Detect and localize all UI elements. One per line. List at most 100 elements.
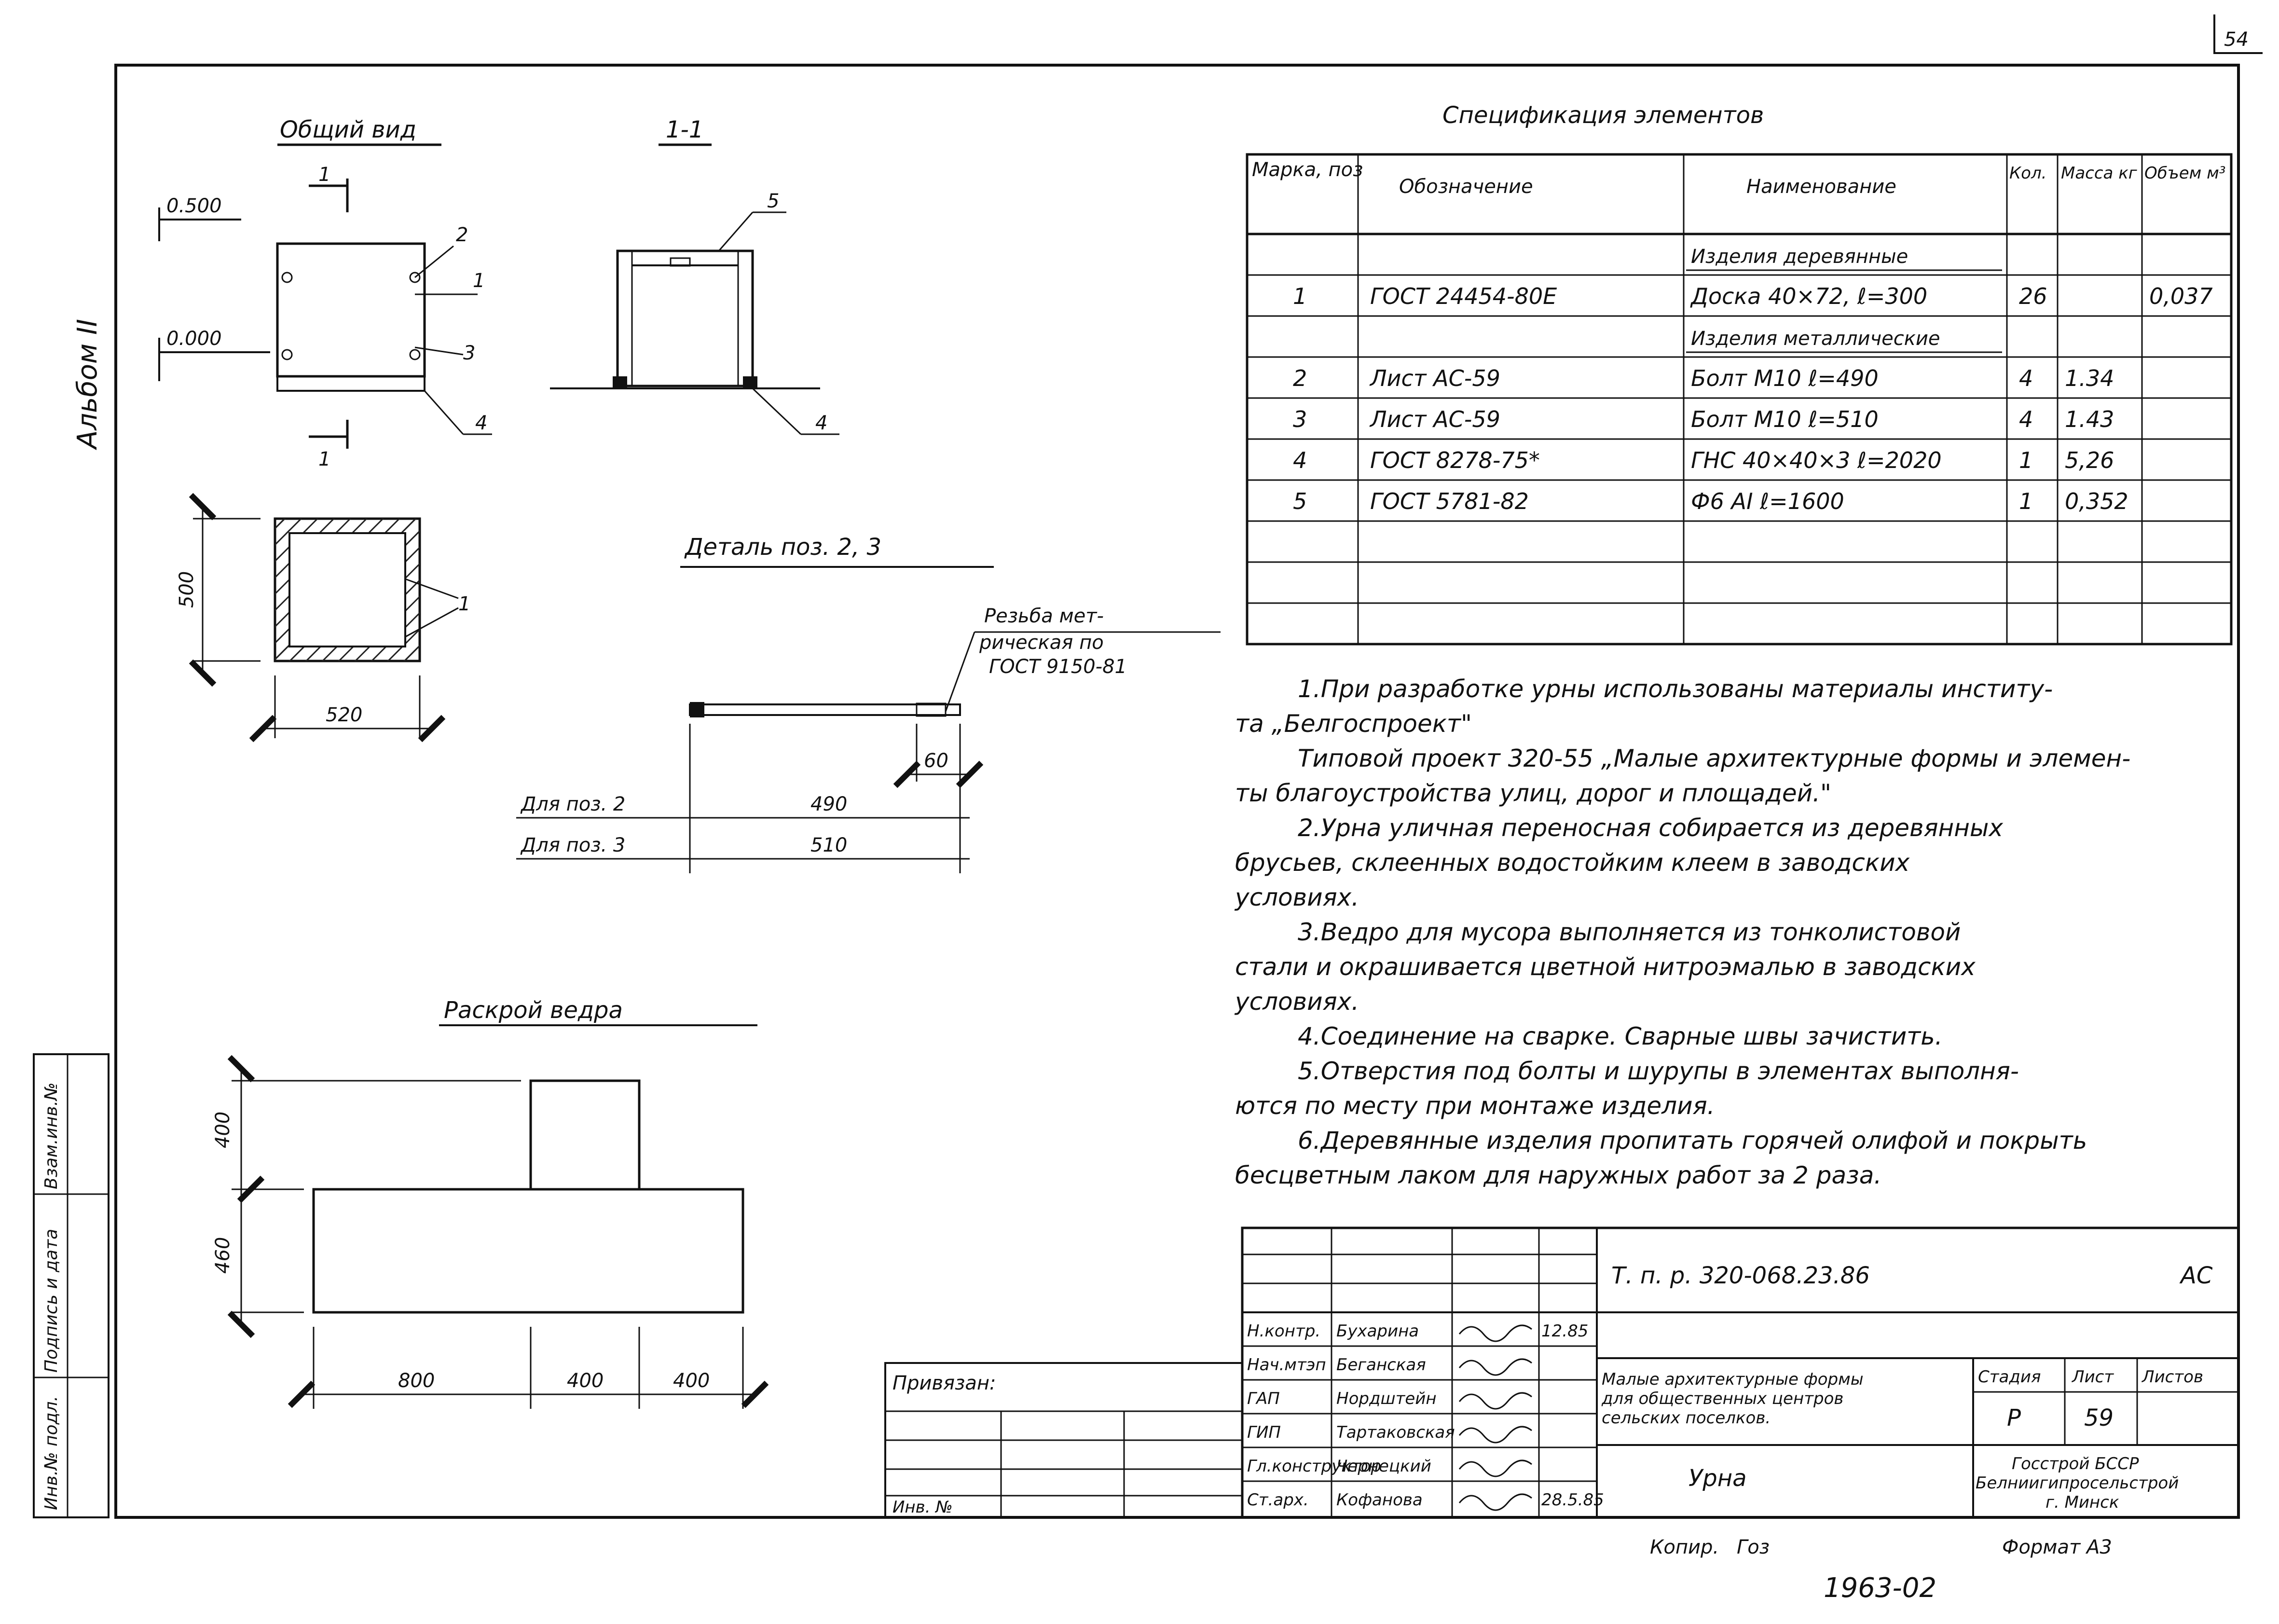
plan-position-1: 1 — [458, 593, 470, 615]
spec-row-6-qty: 1 — [2019, 447, 2033, 473]
section-position-5: 5 — [767, 190, 779, 212]
inv-label: Инв. № — [892, 1498, 953, 1517]
copied-label: Копир. — [1650, 1536, 1719, 1558]
spec-row-4-name: Болт М10 ℓ=490 — [1691, 365, 1879, 391]
note-line-4: ты благоустройства улиц, дорог и площаде… — [1235, 779, 1831, 807]
specification-table: Спецификация элементов Марка, поз Обозна… — [1246, 102, 2233, 646]
staff-name-2: Беганская — [1336, 1355, 1426, 1375]
urn-base — [276, 375, 426, 392]
sheet-value: 59 — [2084, 1404, 2114, 1431]
spec-row-7-mass: 0,352 — [2065, 488, 2128, 514]
format-label: Формат А3 — [2002, 1536, 2112, 1558]
detail-row-2-value: 510 — [810, 834, 847, 856]
bound-block: Привязан: Инв. № — [884, 1362, 1243, 1518]
spec-row-7-designation: ГОСТ 5781-82 — [1370, 488, 1529, 514]
staff-name-3: Нордштейн — [1336, 1389, 1437, 1408]
staff-role-3: ГАП — [1247, 1389, 1280, 1408]
bucket-dim-400-a: 400 — [567, 1370, 604, 1392]
spec-row-5-mass: 1.43 — [2065, 406, 2114, 432]
staff-signature-4 — [1458, 1426, 1532, 1444]
plan-dim-width: 520 — [326, 704, 362, 726]
spec-row-7-name: Ф6 АI ℓ=1600 — [1691, 488, 1844, 514]
staff-signature-6 — [1458, 1493, 1532, 1511]
note-line-15: бесцветным лаком для наружных работ за 2… — [1235, 1161, 1881, 1189]
drawing-code: Т. п. р. 320-068.23.86 — [1611, 1262, 1870, 1289]
section-mark-bottom: 1 — [318, 448, 330, 470]
section-view: 1-1 5 4 — [550, 116, 839, 435]
detail-dim-thread: 60 — [924, 750, 948, 772]
spec-row-2-name: Доска 40×72, ℓ=300 — [1690, 283, 1927, 309]
detail-view: Деталь поз. 2, 3 Резьба мет- рическая по… — [516, 534, 1221, 873]
side-signature-date: Подпись и дата — [41, 1229, 61, 1373]
staff-name-1: Бухарина — [1336, 1321, 1419, 1341]
spec-row-2-qty: 26 — [2019, 283, 2047, 309]
level-zero: 0.000 — [166, 328, 222, 350]
plan-view: 500 520 1 — [176, 493, 470, 743]
staff-date-6: 28.5.85 — [1541, 1490, 1604, 1510]
project-title-3: сельских поселков. — [1602, 1408, 1771, 1428]
position-1: 1 — [473, 270, 485, 292]
note-line-8: 3.Ведро для мусора выполняется из тонкол… — [1298, 918, 1961, 946]
spec-row-5-qty: 4 — [2019, 406, 2033, 432]
spec-row-6-designation: ГОСТ 8278-75* — [1370, 447, 1540, 473]
section-position-4: 4 — [815, 412, 827, 434]
bound-label: Привязан: — [892, 1372, 996, 1394]
side-inv-original: Инв.№ подл. — [41, 1396, 61, 1510]
note-line-14: 6.Деревянные изделия пропитать горячей о… — [1298, 1127, 2087, 1155]
bucket-bottom-piece — [529, 1079, 641, 1191]
position-4: 4 — [475, 412, 487, 434]
organization-1: Госстрой БССР — [2012, 1454, 2139, 1473]
drawing-mark: АС — [2179, 1262, 2213, 1289]
note-line-3: Типовой проект 320-55 „Малые архитектурн… — [1298, 744, 2130, 772]
spec-row-6-name: ГНС 40×40×3 ℓ=2020 — [1691, 447, 1942, 473]
project-title-2: для общественных центров — [1601, 1389, 1843, 1408]
section-mark-top: 1 — [318, 164, 330, 186]
bucket-title: Раскрой ведра — [444, 997, 623, 1024]
spec-row-5-name: Болт М10 ℓ=510 — [1691, 406, 1879, 432]
spec-row-2-designation: ГОСТ 24454-80Е — [1370, 283, 1557, 309]
header-name: Наименование — [1746, 176, 1896, 198]
note-line-10: условиях. — [1234, 988, 1359, 1016]
staff-name-4: Тартаковская — [1336, 1423, 1455, 1442]
note-line-5: 2.Урна уличная переносная собирается из … — [1298, 814, 2003, 842]
staff-signature-5 — [1458, 1459, 1532, 1477]
staff-role-1: Н.контр. — [1247, 1321, 1320, 1341]
thread-note-line-3: ГОСТ 9150-81 — [989, 656, 1127, 678]
bolt-shape — [689, 703, 961, 716]
urn-body — [276, 242, 426, 378]
section-title: 1-1 — [666, 116, 703, 143]
stage-label: Стадия — [1978, 1367, 2041, 1387]
detail-row-1-value: 490 — [810, 793, 847, 815]
notes-block: 1.При разработке урны использованы матер… — [1234, 675, 2130, 1189]
staff-role-5: Гл.конструктор — [1247, 1457, 1381, 1476]
bucket-cut-view: Раскрой ведра 400 460 800 400 400 — [212, 997, 769, 1409]
staff-name-5: Чернецкий — [1336, 1457, 1431, 1476]
plan-dim-height: 500 — [176, 571, 198, 608]
spec-row-3-name: Изделия металлические — [1691, 328, 1940, 350]
header-mark: Марка, поз — [1252, 159, 1363, 181]
spec-row-4-designation: Лист АС-59 — [1369, 365, 1500, 391]
staff-signature-2 — [1458, 1358, 1532, 1376]
header-volume: Объем м³ — [2144, 164, 2225, 183]
spec-row-5-designation: Лист АС-59 — [1369, 406, 1500, 432]
spec-row-2-mark: 1 — [1293, 283, 1307, 309]
staff-role-6: Ст.арх. — [1247, 1490, 1309, 1510]
spec-row-4-qty: 4 — [2019, 365, 2033, 391]
page-number: 54 — [2224, 28, 2249, 51]
spec-row-4-mark: 2 — [1293, 365, 1307, 391]
album-label: Альбом II — [72, 319, 103, 450]
side-stamp: Инв.№ подл. Подпись и дата Взам.инв.№ — [33, 1053, 110, 1518]
bucket-side-piece — [312, 1188, 744, 1314]
header-qty: Кол. — [2009, 164, 2046, 183]
staff-name-6: Кофанова — [1336, 1490, 1423, 1510]
detail-row-2-label: Для поз. 3 — [520, 834, 625, 856]
spec-row-6-mass: 5,26 — [2065, 447, 2114, 473]
general-view-title: Общий вид — [280, 116, 416, 143]
note-line-11: 4.Соединение на сварке. Сварные швы зачи… — [1298, 1022, 1943, 1050]
header-mass: Масса кг — [2061, 164, 2138, 183]
note-line-1: 1.При разработке урны использованы матер… — [1298, 675, 2053, 703]
spec-row-7-qty: 1 — [2019, 488, 2033, 514]
thread-note-line-1: Резьба мет- — [984, 605, 1104, 627]
